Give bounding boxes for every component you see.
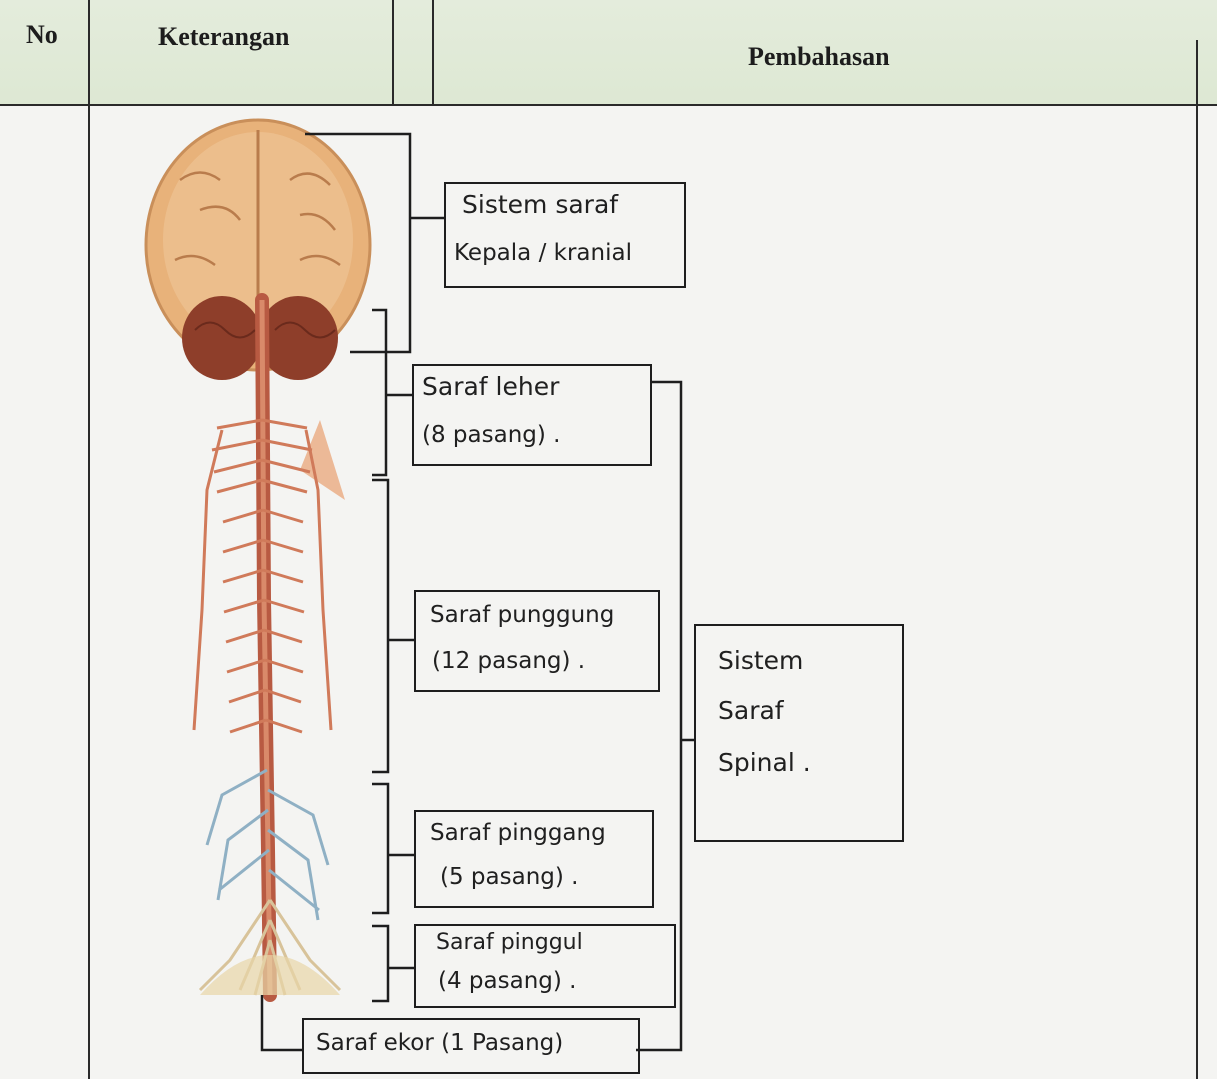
label-waist-line2: (5 pasang) . <box>440 864 578 890</box>
label-back-line2: (12 pasang) . <box>432 648 585 674</box>
label-cranial-nerves: Sistem saraf Kepala / kranial <box>444 182 686 288</box>
label-waist-line1: Saraf pinggang <box>430 820 606 846</box>
label-tail-nerves: Saraf ekor (1 Pasang) <box>302 1018 640 1074</box>
label-spinal-line1: Sistem <box>718 646 803 675</box>
label-hip-line1: Saraf pinggul <box>436 930 583 955</box>
label-back-line1: Saraf punggung <box>430 602 614 628</box>
label-waist-nerves: Saraf pinggang (5 pasang) . <box>414 810 654 908</box>
label-spinal-line2: Saraf <box>718 696 784 725</box>
label-spinal-system: Sistem Saraf Spinal . <box>694 624 904 842</box>
label-back-nerves: Saraf punggung (12 pasang) . <box>414 590 660 692</box>
label-neck-nerves: Saraf leher (8 pasang) . <box>412 364 652 466</box>
label-spinal-line3: Spinal . <box>718 748 811 777</box>
label-cranial-line1: Sistem saraf <box>462 190 618 219</box>
label-cranial-line2: Kepala / kranial <box>454 240 632 266</box>
label-neck-line1: Saraf leher <box>422 372 559 401</box>
label-tail-line1: Saraf ekor (1 Pasang) <box>316 1030 563 1056</box>
label-hip-line2: (4 pasang) . <box>438 968 576 994</box>
label-neck-line2: (8 pasang) . <box>422 422 560 448</box>
label-hip-nerves: Saraf pinggul (4 pasang) . <box>414 924 676 1008</box>
